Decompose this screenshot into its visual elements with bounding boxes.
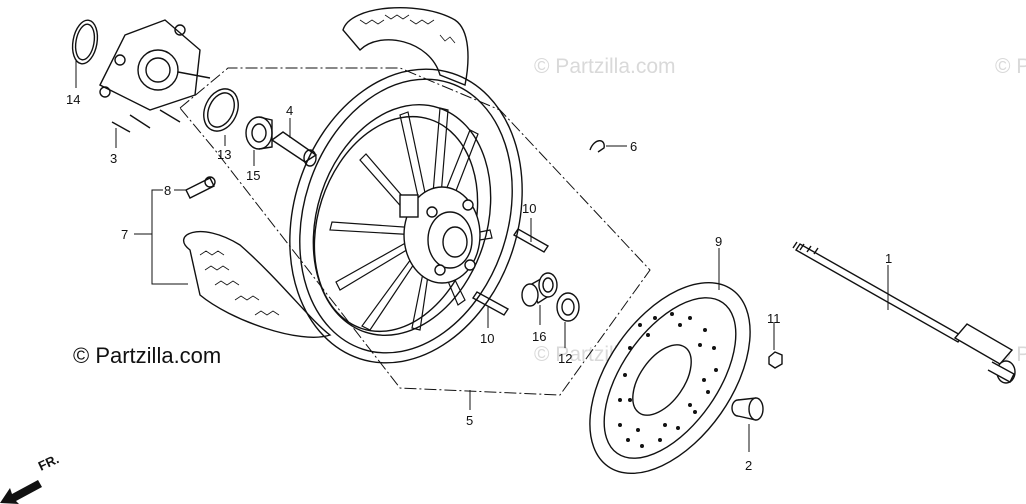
callout-11: 11 bbox=[767, 311, 781, 326]
leader-lines bbox=[75, 60, 889, 452]
tire-tread-pattern bbox=[199, 14, 456, 316]
clip-6-part bbox=[589, 140, 605, 153]
bearing-16-part bbox=[521, 272, 558, 307]
callout-2: 2 bbox=[745, 458, 752, 473]
o-ring-part bbox=[71, 19, 99, 65]
o-ring-13-part bbox=[203, 88, 239, 132]
driven-flange-part bbox=[99, 19, 211, 133]
callout-3: 3 bbox=[110, 151, 117, 166]
assembly-outline bbox=[179, 67, 651, 396]
callout-9: 9 bbox=[715, 234, 722, 249]
front-direction-arrow-icon bbox=[0, 480, 42, 504]
oil-seal-12-part bbox=[556, 292, 580, 322]
brake-disc-holes bbox=[618, 312, 718, 448]
callout-14: 14 bbox=[66, 92, 80, 107]
callout-12: 12 bbox=[558, 351, 572, 366]
brake-disc-part bbox=[589, 281, 751, 475]
stud-10-lower-part bbox=[471, 291, 510, 316]
bearing-15-part bbox=[245, 116, 273, 150]
callout-10-upper: 10 bbox=[522, 201, 536, 216]
callout-15: 15 bbox=[246, 168, 260, 183]
wheel-hub-part bbox=[399, 186, 481, 284]
axle-1-part bbox=[792, 241, 1016, 384]
callout-10-lower: 10 bbox=[480, 331, 494, 346]
bolt-8-part bbox=[185, 176, 216, 199]
copyright-text: © Partzilla.com bbox=[73, 343, 222, 368]
callout-16: 16 bbox=[532, 329, 546, 344]
stud-10-upper-part bbox=[513, 228, 549, 253]
watermark-top-center: © Partzilla.com bbox=[534, 55, 676, 78]
watermark-top-right: © P bbox=[995, 55, 1026, 78]
callout-5: 5 bbox=[466, 413, 473, 428]
spacer-4-part bbox=[270, 131, 318, 167]
nut-11-part bbox=[768, 351, 783, 369]
callout-8: 8 bbox=[164, 183, 171, 198]
collar-2-part bbox=[731, 397, 764, 421]
callout-13: 13 bbox=[217, 147, 231, 162]
callout-1: 1 bbox=[885, 251, 892, 266]
callout-6: 6 bbox=[630, 139, 637, 154]
tire-rear-half bbox=[183, 6, 469, 338]
callout-7: 7 bbox=[121, 227, 128, 242]
callout-4: 4 bbox=[286, 103, 293, 118]
